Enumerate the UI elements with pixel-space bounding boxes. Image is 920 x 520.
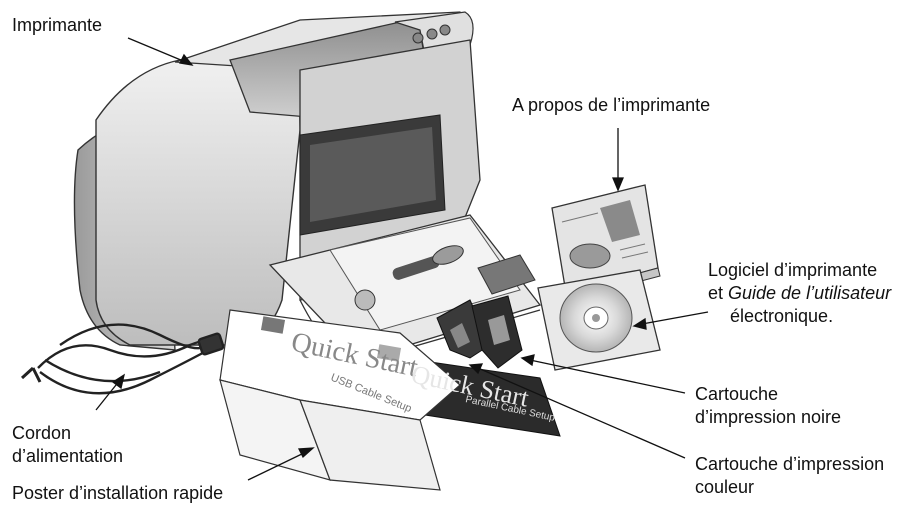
label-power-cord-line1: Cordon: [12, 423, 72, 443]
label-color-cartridge-line1: Cartouche d’impression: [695, 454, 885, 474]
label-color-cartridge: Cartouche d’impression couleur: [695, 453, 884, 499]
label-quick-poster: Poster d’installation rapide: [12, 483, 224, 503]
software-cd-drawing: [537, 269, 661, 371]
label-software-guide: Guide de l’utilisateur: [728, 283, 892, 303]
label-black-cartridge: Cartouche d’impression noire: [695, 383, 841, 429]
label-software-line2: et Guide de l’utilisateur: [708, 282, 891, 305]
label-printer: Imprimante: [12, 15, 103, 35]
label-color-cartridge-line2: couleur: [695, 477, 755, 497]
label-black-cartridge-line1: Cartouche: [695, 384, 779, 404]
cartridges-drawing: [436, 295, 523, 369]
quick-start-posters-drawing: Quick Start USB Cable Setup Quick Start …: [219, 309, 561, 491]
label-software-line2-prefix: et: [708, 283, 729, 303]
label-software-line3: électronique.: [730, 306, 834, 326]
label-power-cord: Cordon d’alimentation: [12, 422, 123, 468]
label-black-cartridge-line2: d’impression noire: [695, 407, 842, 427]
label-power-cord-line2: d’alimentation: [12, 446, 124, 466]
pointer-lines: [95, 37, 709, 481]
power-cord-drawing: [20, 323, 225, 395]
label-software: Logiciel d’imprimante et Guide de l’util…: [708, 259, 891, 328]
label-software-line1: Logiciel d’imprimante: [708, 260, 878, 280]
label-about-printer: A propos de l’imprimante: [512, 95, 711, 115]
